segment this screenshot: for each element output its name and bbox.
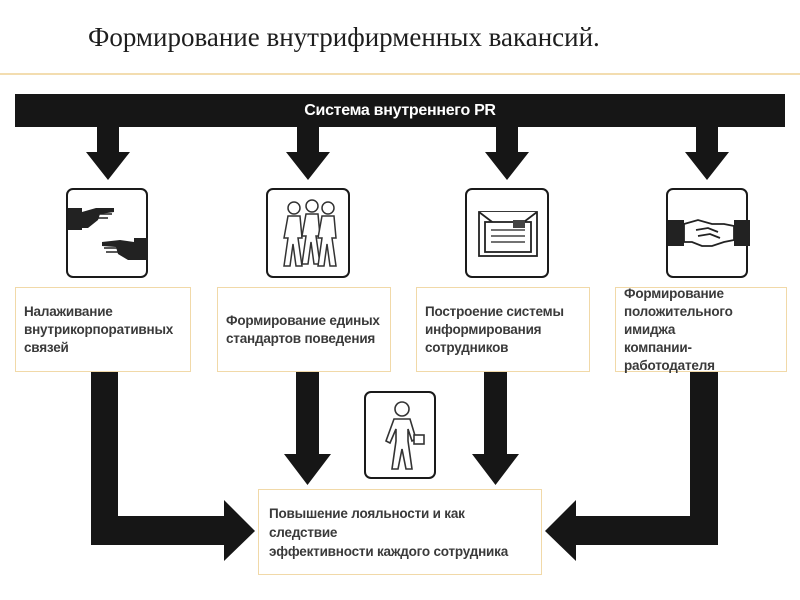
- arrow-card3-result: [472, 372, 519, 485]
- handshake-icon: [668, 219, 750, 247]
- envelope-document-icon: [478, 211, 538, 257]
- card-line: Формирование: [624, 285, 724, 301]
- pointing-hands-icon: [68, 208, 148, 260]
- card-line: внутрикорпоративных: [24, 321, 174, 337]
- down-arrow-4: [685, 127, 729, 180]
- icon-box-people: [266, 188, 350, 278]
- card-communications: Налаживание внутрикорпоративных связей: [15, 287, 191, 372]
- down-arrow-2: [286, 127, 330, 180]
- card-line: положительного имиджа: [624, 303, 733, 337]
- icon-box-information: [465, 188, 549, 278]
- card-line: компании-работодателя: [624, 339, 715, 373]
- icon-box-employee: [364, 391, 436, 479]
- card-behavior-standards: Формирование единых стандартов поведения: [217, 287, 391, 372]
- title-divider: [0, 73, 800, 75]
- arrow-card2-result: [284, 372, 331, 485]
- result-line: Повышение лояльности и как следствие: [269, 505, 465, 540]
- card-line: Построение системы: [425, 303, 564, 319]
- card-line: Налаживание: [24, 303, 113, 319]
- card-line: сотрудников: [425, 339, 509, 355]
- result-box: Повышение лояльности и как следствие эфф…: [258, 489, 542, 575]
- card-information-system: Построение системы информирования сотруд…: [416, 287, 590, 372]
- walking-people-group-icon: [283, 199, 337, 267]
- arrow-card1-result: [91, 372, 255, 561]
- page-title: Формирование внутрифирменных вакансий.: [88, 22, 600, 52]
- walking-person-briefcase-icon: [385, 401, 425, 470]
- card-line: информирования: [425, 321, 542, 337]
- icon-box-communication: [66, 188, 148, 278]
- card-line: Формирование единых: [226, 312, 380, 328]
- pr-system-banner: Система внутреннего PR: [15, 94, 785, 127]
- down-arrow-3: [485, 127, 529, 180]
- card-line: связей: [24, 339, 69, 355]
- icon-box-image: [666, 188, 750, 278]
- result-line: эффективности каждого сотрудника: [269, 543, 509, 559]
- arrow-card4-result: [545, 372, 718, 561]
- card-line: стандартов поведения: [226, 330, 376, 346]
- down-arrow-1: [86, 127, 130, 180]
- card-employer-image: Формирование положительного имиджа компа…: [615, 285, 787, 373]
